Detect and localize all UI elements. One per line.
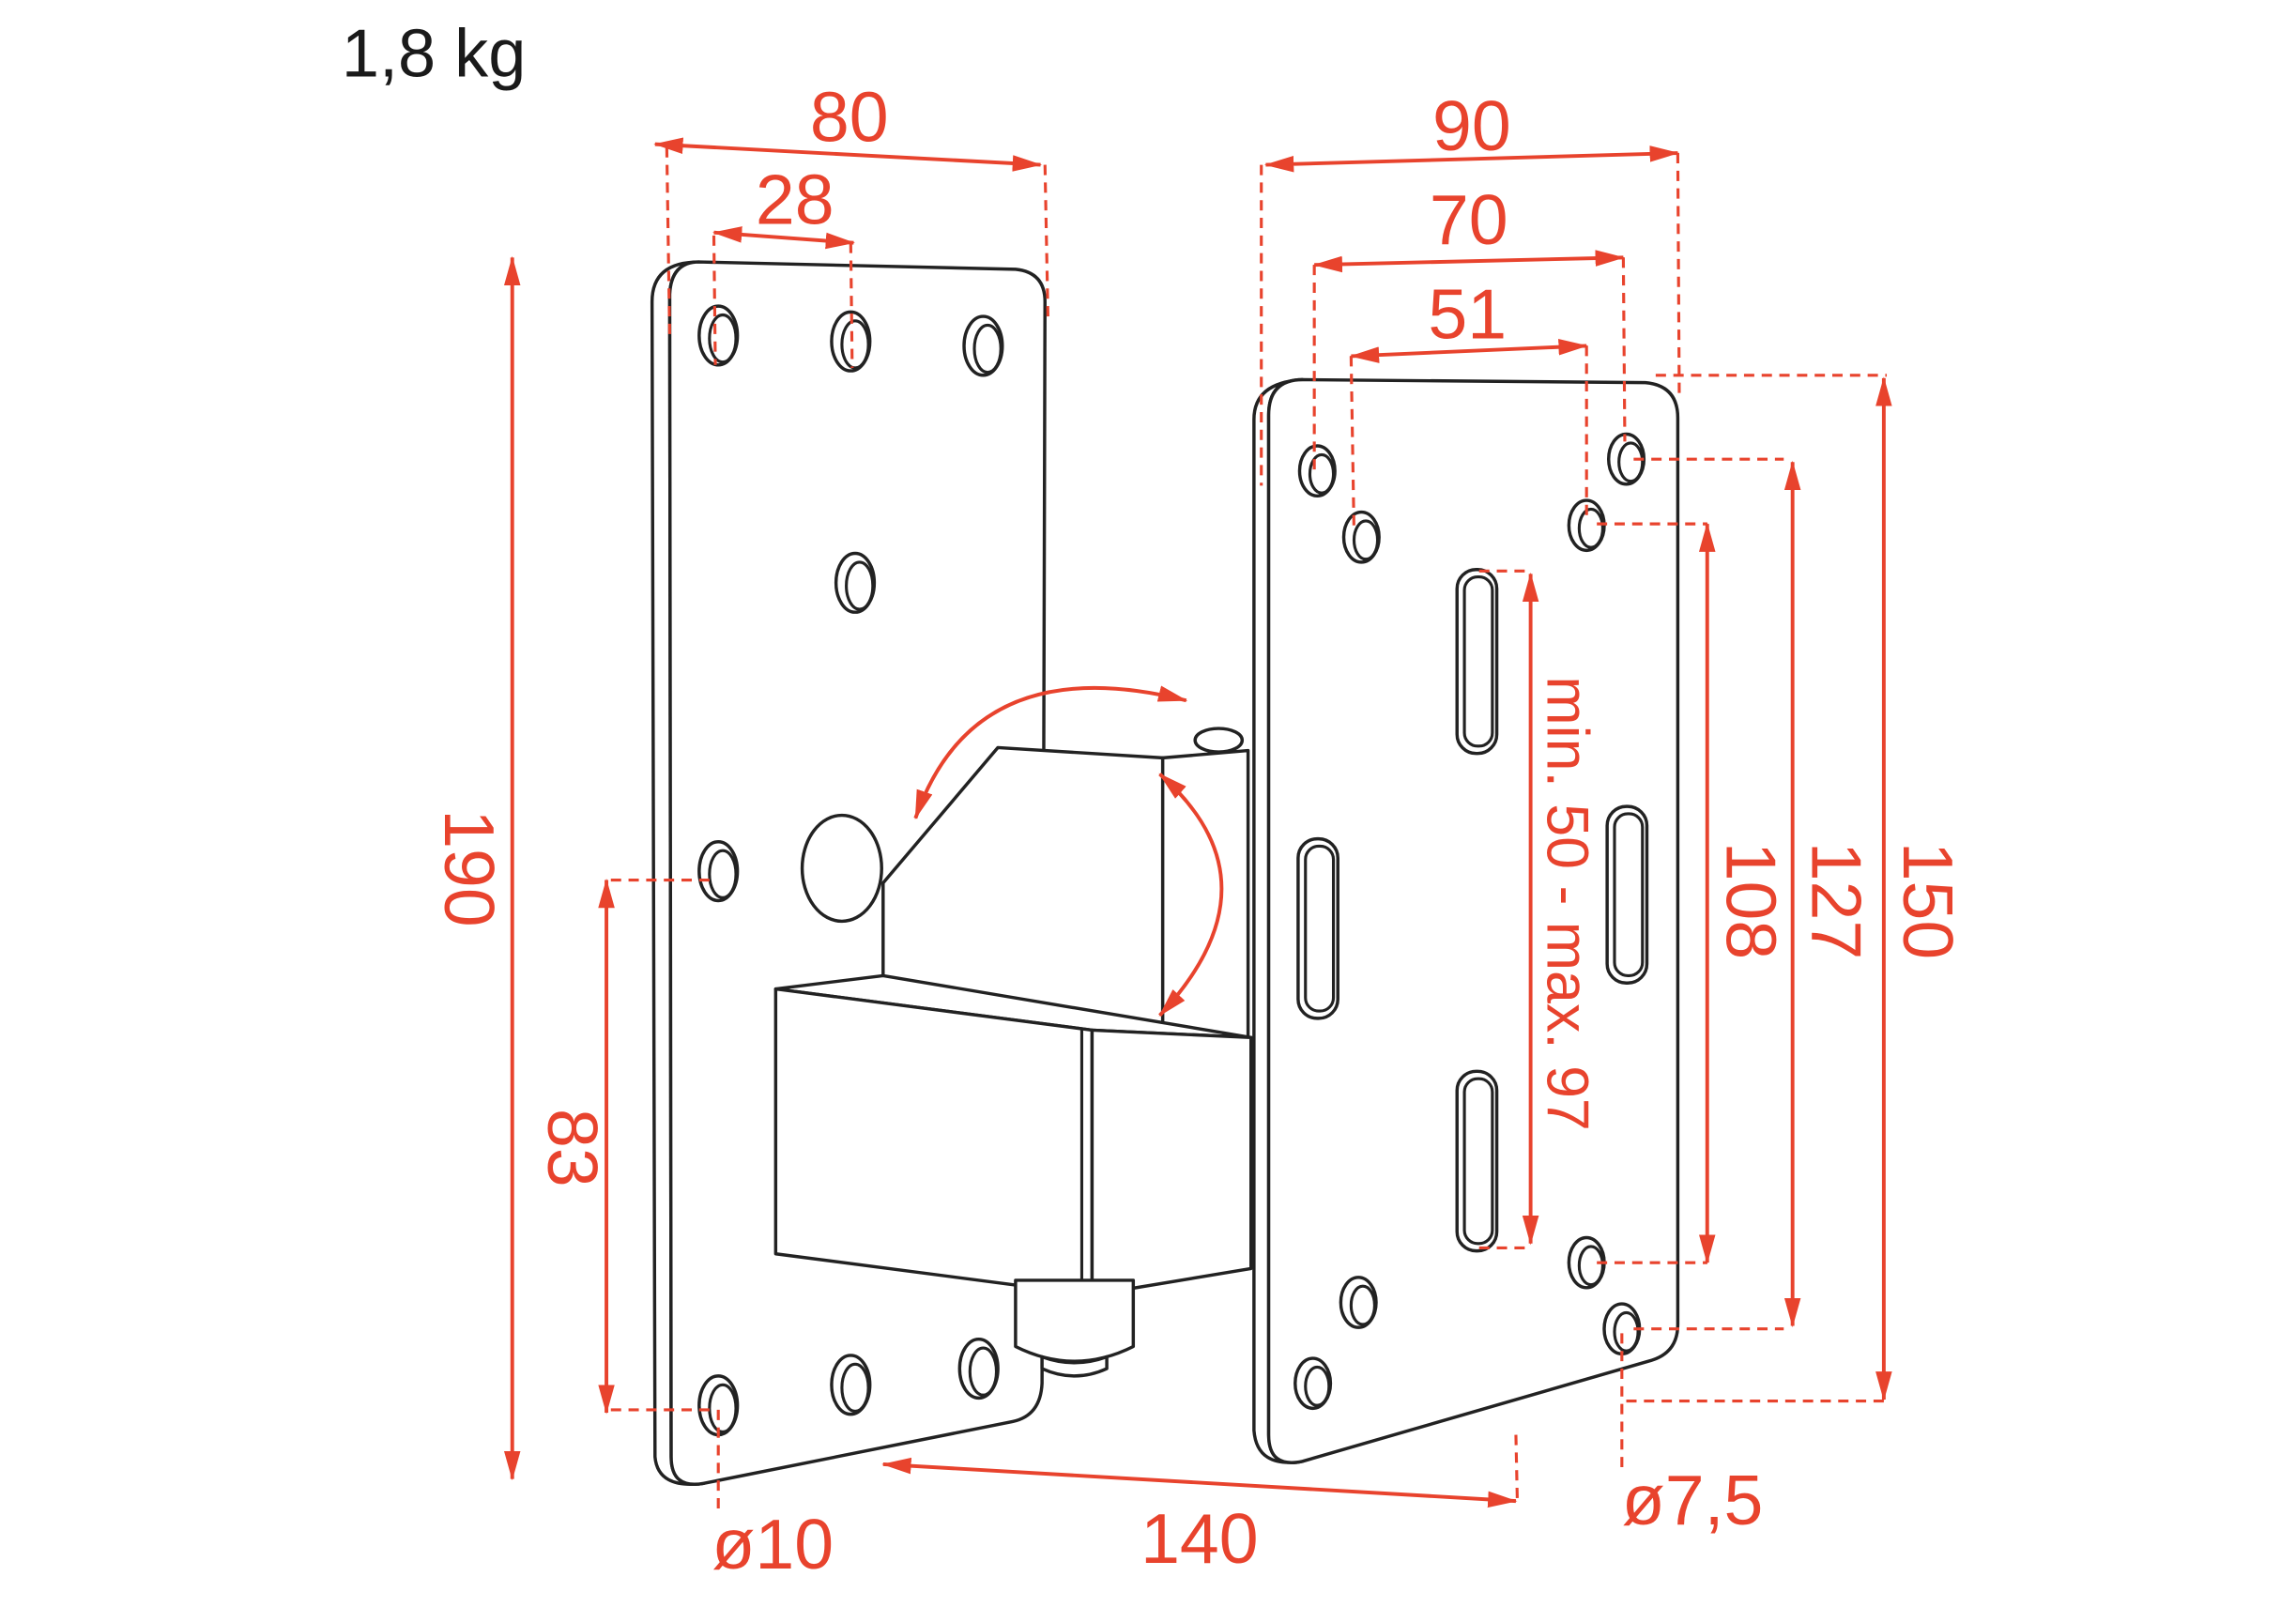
dimension-label: 70 — [1430, 180, 1508, 259]
extension-line — [712, 235, 717, 365]
weight-label: 1,8 kg — [342, 17, 526, 92]
mounting-slot — [1296, 836, 1339, 1020]
mounting-hole — [1341, 510, 1381, 564]
extension-line — [1621, 257, 1627, 442]
mounting-hole — [962, 314, 1004, 377]
dimension-label: 28 — [756, 160, 834, 238]
dimension-label: 80 — [810, 78, 889, 157]
dimension-right-vertical-middle: 127 — [1633, 457, 1876, 1331]
dimension-line — [881, 1457, 1518, 1508]
mounting-slot — [1605, 804, 1649, 985]
dimension-label: 140 — [1140, 1499, 1259, 1578]
right-plate-face — [1266, 377, 1680, 1464]
dimension-label: 83 — [533, 1109, 612, 1187]
dimension-label: min. 50 - max. 97 — [1535, 676, 1600, 1130]
mounting-hole — [697, 840, 740, 903]
mounting-hole — [1339, 1276, 1378, 1329]
extension-line — [665, 146, 672, 339]
dimension-label: ø10 — [712, 1505, 834, 1584]
mounting-slot — [1455, 568, 1499, 756]
mounting-hole — [1293, 1356, 1333, 1411]
dimension-left-hole-diameter: ø10 — [712, 1409, 834, 1584]
mounting-hole — [697, 304, 740, 367]
mounting-slot — [1455, 1069, 1499, 1253]
swivel-rotation-arrow — [1158, 773, 1224, 1018]
dimension-left-plate-width: 80 — [653, 78, 1049, 339]
mounting-hole — [957, 1337, 1000, 1400]
dimension-right-hole-spacing-inner: 51 — [1349, 275, 1588, 533]
bottom-bolt-tip — [1040, 1354, 1109, 1378]
extension-line — [1043, 164, 1049, 317]
dimension-depth: 140 — [881, 1434, 1520, 1578]
extension-line — [1676, 153, 1681, 395]
extension-line — [1514, 1434, 1520, 1505]
dimension-left-hole-spacing: 28 — [712, 160, 856, 368]
right-plate — [1252, 377, 1680, 1464]
dimension-right-hole-diameter: ø7,5 — [1620, 1333, 1764, 1539]
dimension-line — [712, 226, 856, 250]
arm-box-side — [1090, 1028, 1253, 1297]
dimension-right-plate-width: 90 — [1260, 86, 1681, 486]
mounting-hole — [830, 1354, 872, 1416]
mounting-hole — [1297, 444, 1337, 498]
dimension-lower-height: 83 — [533, 878, 714, 1415]
tilt-rotation-arrow — [913, 685, 1188, 820]
dimension-right-vertical-inner: 108 — [1597, 522, 1791, 1264]
dimension-label: 90 — [1432, 86, 1511, 165]
left-plate-holes — [697, 304, 1004, 1437]
extension-line — [849, 242, 854, 368]
dimension-line — [1349, 338, 1588, 363]
dimension-label: 108 — [1712, 842, 1791, 960]
dimension-total-height: 190 — [430, 255, 521, 1481]
extension-line — [1349, 356, 1356, 533]
dimension-label: 190 — [430, 809, 509, 927]
mounting-hole — [834, 551, 877, 614]
pivot-knob — [800, 813, 883, 924]
dimension-label: 127 — [1798, 842, 1876, 960]
dimension-line — [653, 137, 1043, 172]
bottom-bolt — [1014, 1278, 1136, 1363]
dimension-label: 150 — [1889, 842, 1967, 960]
arm-box-front — [773, 987, 1094, 1297]
dimension-label: ø7,5 — [1622, 1461, 1764, 1539]
dimension-line — [1263, 145, 1679, 173]
right-plate-slots — [1296, 568, 1649, 1253]
dimension-slot-range: min. 50 - max. 97 — [1478, 569, 1600, 1250]
dimension-right-plate-height: 150 — [1626, 374, 1967, 1403]
mounting-hole — [697, 1374, 740, 1437]
dimension-label: 51 — [1428, 275, 1507, 354]
dimension-line — [1312, 250, 1625, 273]
dimension-right-hole-spacing-outer: 70 — [1312, 180, 1627, 471]
pivot-nut — [1193, 727, 1245, 754]
